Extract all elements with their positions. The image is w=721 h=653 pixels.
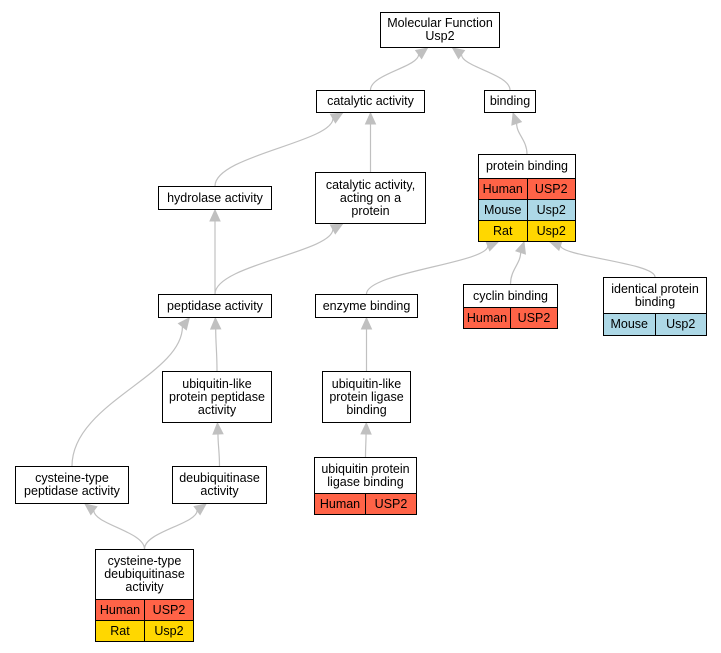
edge-arrowhead [329,112,344,124]
organism-cell: Mouse [479,200,527,220]
edge-line [93,510,146,550]
gene-cell: Usp2 [526,200,575,220]
edge-arrowhead [193,503,207,516]
node-title: catalytic activity, acting on a protein [325,177,416,218]
org-row: Rat Usp2 [479,220,575,241]
node-title: ubiquitin-like protein peptidase activit… [169,376,265,417]
edge-line [214,118,334,187]
org-row: Mouse Usp2 [479,199,575,220]
node-ub-ligase-binding[interactable]: ubiquitin protein ligase binding Human U… [314,457,417,515]
node-title: peptidase activity [167,298,263,313]
node-ubl-peptidase[interactable]: ubiquitin-like protein peptidase activit… [162,371,272,423]
node-title: deubiquitinase activity [179,471,260,498]
edge-line [215,328,218,372]
node-title: ubiquitin-like protein ligase binding [329,376,404,417]
org-row: Human USP2 [479,178,575,199]
edge-arrowhead [84,503,98,516]
node-enzyme-binding[interactable]: enzyme binding [315,294,418,318]
edge-line [217,433,221,467]
node-catalytic-activity[interactable]: catalytic activity [316,90,425,113]
edge-arrowhead [212,421,224,435]
edge-line [369,54,420,91]
org-row: Rat Usp2 [96,620,193,641]
node-title: hydrolase activity [167,190,263,205]
node-catalytic-on-protein[interactable]: catalytic activity, acting on a protein [315,172,426,224]
edge-line [460,54,511,91]
organism-cell: Human [315,494,365,514]
node-title: protein binding [485,159,568,173]
edge-arrowhead [360,421,372,435]
edge-arrowhead [511,111,523,126]
org-row: Human USP2 [96,599,193,620]
node-title: binding [489,94,531,108]
edge-line [365,245,489,295]
organism-cell: Human [464,308,510,328]
edge-line [143,510,198,550]
node-title: enzyme binding [322,298,411,313]
edge-arrowhead [548,240,563,252]
gene-cell: USP2 [510,308,557,328]
edge-arrowhead [360,316,373,330]
gene-cell: USP2 [526,179,575,199]
gene-cell: USP2 [144,600,193,620]
node-title: cysteine-type peptidase activity [24,471,120,498]
edge-arrowhead [329,223,344,235]
organism-cell: Rat [96,621,144,641]
gene-cell: USP2 [365,494,416,514]
node-identical-protein-binding[interactable]: identical protein binding Mouse Usp2 [603,277,707,336]
node-title: Molecular Function Usp2 [387,16,493,43]
node-title: cysteine-type deubiquitinase activity [104,554,185,594]
node-cyclin-binding[interactable]: cyclin binding Human USP2 [463,284,558,329]
edge-arrowhead [209,316,222,330]
node-title: catalytic activity [327,94,414,108]
node-binding[interactable]: binding [484,90,536,113]
edge-line [559,244,656,278]
organism-cell: Mouse [604,314,655,335]
gene-cell: Usp2 [654,314,706,335]
node-title: cyclin binding [472,288,549,303]
edge-line [364,433,367,458]
edge-arrowhead [515,240,527,255]
edge-line [71,326,184,467]
edge-arrowhead [209,208,221,222]
edge-arrowhead [364,111,377,125]
edge-line [516,123,528,155]
org-row: Mouse Usp2 [604,313,706,335]
organism-cell: Human [479,179,527,199]
node-title: ubiquitin protein ligase binding [321,461,410,489]
organism-cell: Human [96,600,144,620]
node-ubl-ligase-binding[interactable]: ubiquitin-like protein ligase binding [322,371,411,423]
edge-arrowhead [177,317,191,331]
node-hydrolase-activity[interactable]: hydrolase activity [158,186,272,210]
node-protein-binding[interactable]: protein binding Human USP2 Mouse Usp2 Ra… [478,154,576,242]
org-row: Human USP2 [464,307,557,328]
edge-arrowhead [451,47,466,60]
organism-cell: Rat [479,221,527,241]
gene-cell: Usp2 [144,621,193,641]
node-peptidase-activity[interactable]: peptidase activity [158,294,272,318]
node-title: identical protein binding [611,281,699,309]
edge-line [214,229,334,295]
edge-arrowhead [485,240,500,252]
gene-cell: Usp2 [526,221,575,241]
node-deubiquitinase[interactable]: deubiquitinase activity [172,466,267,504]
node-cysteine-deubiquitinase[interactable]: cysteine-type deubiquitinase activity Hu… [95,549,194,642]
org-row: Human USP2 [315,493,416,514]
edge-line [509,252,522,285]
edge-arrowhead [414,47,429,60]
node-molecular-function[interactable]: Molecular Function Usp2 [380,12,500,48]
node-cysteine-peptidase[interactable]: cysteine-type peptidase activity [15,466,129,504]
